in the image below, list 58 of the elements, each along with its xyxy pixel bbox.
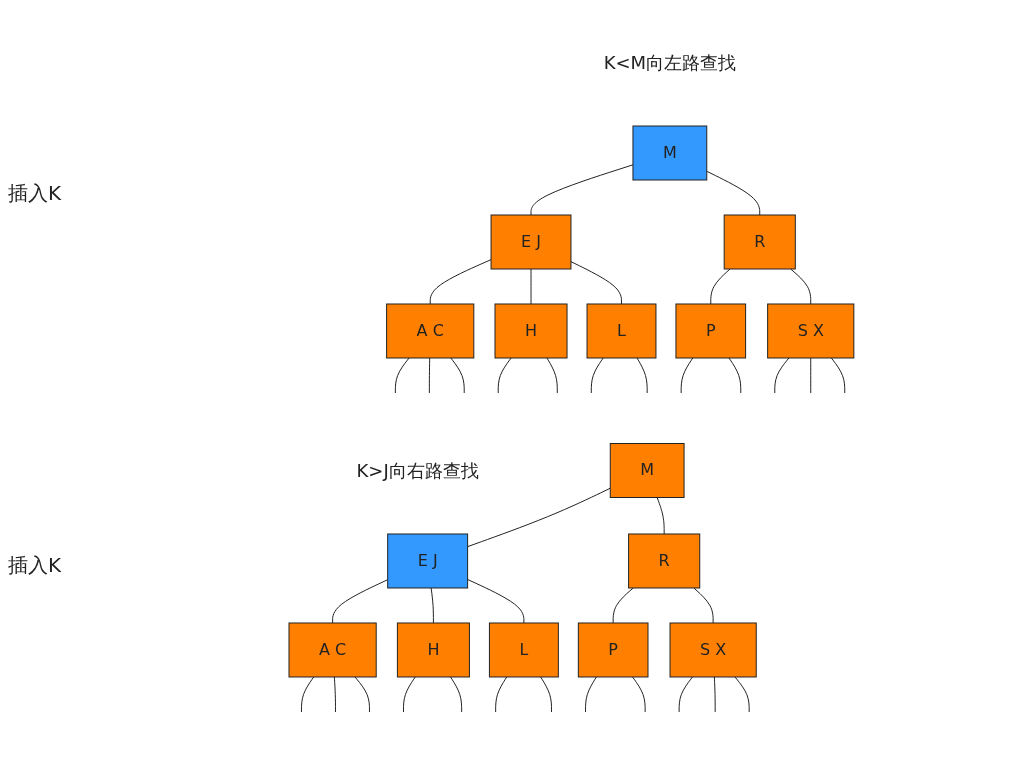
node-label: K<M向左路查找 xyxy=(603,51,737,73)
connector xyxy=(706,170,761,215)
node-box: L xyxy=(489,622,559,677)
connector xyxy=(430,587,434,623)
connector xyxy=(656,496,665,534)
node-box: H xyxy=(494,303,568,358)
connector xyxy=(497,357,512,393)
node-box: S X xyxy=(669,622,757,677)
node-box: P xyxy=(577,622,649,677)
connector xyxy=(612,587,634,623)
connector xyxy=(332,578,389,623)
node-box: E J xyxy=(490,214,572,269)
connector xyxy=(710,268,731,304)
node-box: R xyxy=(723,214,796,269)
connector xyxy=(810,357,812,393)
connector xyxy=(540,676,553,712)
connector xyxy=(354,676,371,712)
connector xyxy=(394,357,410,393)
node-box: A C xyxy=(288,622,377,677)
connector xyxy=(680,357,694,393)
connector xyxy=(678,676,694,712)
connector xyxy=(301,676,315,712)
connector xyxy=(450,676,463,712)
connector xyxy=(590,357,604,393)
connector xyxy=(450,357,465,393)
connector xyxy=(429,258,492,304)
connector xyxy=(830,357,846,393)
connector xyxy=(570,260,623,304)
node-box: S X xyxy=(767,303,855,358)
connector xyxy=(530,163,634,215)
connector xyxy=(530,268,532,304)
connector xyxy=(713,676,716,712)
connector xyxy=(774,357,790,393)
node-box: H xyxy=(396,622,470,677)
connector xyxy=(585,676,597,712)
note-text: 插入K xyxy=(8,180,63,208)
connector xyxy=(728,357,742,393)
connector xyxy=(734,676,750,712)
node-box: P xyxy=(675,303,747,358)
node-box: L xyxy=(586,303,657,358)
connector xyxy=(693,587,714,623)
node-box: R xyxy=(628,533,701,588)
node-box: E J xyxy=(387,533,469,588)
connector xyxy=(467,487,611,547)
connector xyxy=(403,676,416,712)
node-label: K>J向右路查找 xyxy=(356,459,479,481)
connector xyxy=(428,357,431,393)
connector xyxy=(632,676,646,712)
connector xyxy=(467,578,525,623)
node-box: M xyxy=(609,442,685,498)
note-text: 插入K xyxy=(8,551,63,579)
node-box: M xyxy=(632,125,708,180)
connector xyxy=(495,676,508,712)
connector xyxy=(546,357,558,393)
node-box: A C xyxy=(386,303,475,358)
connector xyxy=(636,357,648,393)
connector xyxy=(333,676,337,712)
connector xyxy=(790,268,812,304)
